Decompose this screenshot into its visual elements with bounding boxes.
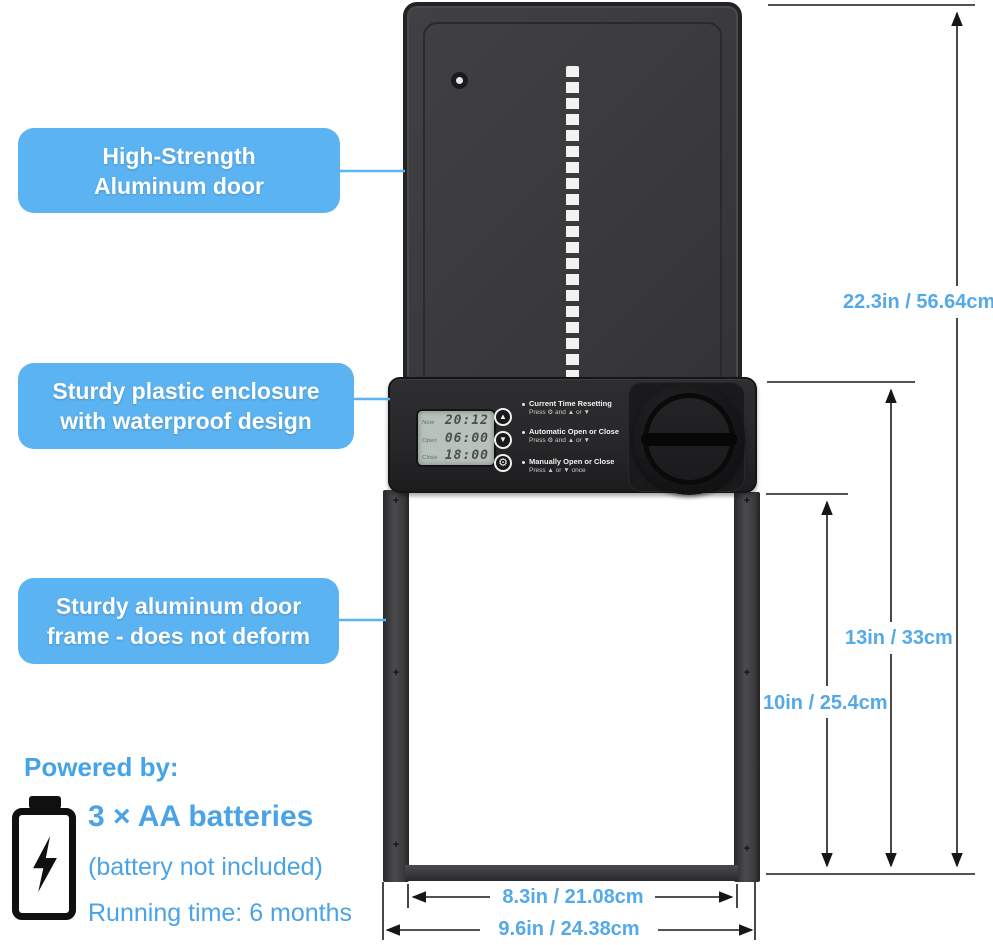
lcd-label: Now <box>421 420 435 426</box>
instruction-title: Current Time Resetting <box>529 399 612 408</box>
control-buttons: ▲ ▼ ⚙ <box>494 408 512 472</box>
instruction-title: Manually Open or Close <box>529 457 615 466</box>
battery-note-text: (battery not included) <box>88 853 323 881</box>
screw-icon <box>451 72 468 89</box>
lcd-label: Open <box>421 437 438 444</box>
instruction-press: Press ▲ or ▼ once <box>529 467 586 474</box>
door-frame-right-rail: + + + <box>734 492 760 882</box>
lcd-open-time: 06:00 <box>444 430 489 446</box>
controller-enclosure: Now 20:12 Open 06:00 Close 18:00 ▲ ▼ ⚙ C… <box>388 377 757 495</box>
settings-button[interactable]: ⚙ <box>494 454 512 472</box>
screw-icon: + <box>743 495 751 507</box>
bullet-icon <box>522 431 525 434</box>
callout-aluminum-door: High-Strength Aluminum door <box>18 128 340 213</box>
instruction-press: Press ⚙ and ▲ or ▼ <box>529 437 590 444</box>
aluminum-door-panel <box>403 2 742 392</box>
instruction-current-time: Current Time Resetting Press ⚙ and ▲ or … <box>522 399 612 417</box>
instruction-press: Press ⚙ and ▲ or ▼ <box>529 409 590 416</box>
running-time-text: Running time: 6 months <box>88 899 353 927</box>
down-arrow-button[interactable]: ▼ <box>494 431 512 449</box>
door-rack-holes <box>566 66 579 388</box>
lcd-row-open-time: Open 06:00 <box>421 430 489 446</box>
dimension-opening-width: 8.3in / 21.08cm <box>502 886 644 908</box>
lcd-close-time: 18:00 <box>444 448 489 463</box>
callout-plastic-enclosure: Sturdy plastic enclosure with waterproof… <box>18 363 354 449</box>
knob-slot <box>641 433 737 446</box>
lcd-label: Close <box>421 455 438 461</box>
screw-icon: + <box>392 495 400 507</box>
dimension-frame-width: 9.6in / 24.38cm <box>498 918 640 940</box>
bullet-icon <box>522 461 525 464</box>
battery-count-text: 3 × AA batteries <box>88 800 314 833</box>
up-arrow-button[interactable]: ▲ <box>494 408 512 426</box>
lcd-display: Now 20:12 Open 06:00 Close 18:00 <box>416 409 496 467</box>
manual-knob[interactable] <box>633 383 745 495</box>
door-frame-bottom-bar <box>405 865 738 881</box>
lcd-row-current-time: Now 20:12 <box>422 414 489 428</box>
screw-icon: + <box>392 839 400 851</box>
lightning-bolt-icon <box>33 835 57 893</box>
callout-door-frame: Sturdy aluminum door frame - does not de… <box>18 578 339 664</box>
screw-center <box>456 77 463 84</box>
instruction-auto-open-close: Automatic Open or Close Press ⚙ and ▲ or… <box>522 427 619 445</box>
lcd-row-close-time: Close 18:00 <box>422 449 489 463</box>
powered-by-heading: Powered by: <box>24 752 179 782</box>
battery-cap <box>29 796 61 809</box>
instruction-manual-open-close: Manually Open or Close Press ▲ or ▼ once <box>522 457 614 475</box>
lcd-current-time: 20:12 <box>444 413 489 428</box>
screw-icon: + <box>743 843 751 855</box>
screw-icon: + <box>743 667 751 679</box>
dimension-opening-height: 10in / 25.4cm <box>763 692 888 714</box>
dimension-door-height: 22.3in / 56.64cm <box>843 291 993 313</box>
instruction-title: Automatic Open or Close <box>529 427 620 436</box>
bullet-icon <box>522 403 525 406</box>
screw-icon: + <box>392 667 400 679</box>
dimension-frame-height: 13in / 33cm <box>845 627 953 649</box>
battery-icon <box>12 796 76 920</box>
door-frame-left-rail: + + + <box>383 490 409 882</box>
